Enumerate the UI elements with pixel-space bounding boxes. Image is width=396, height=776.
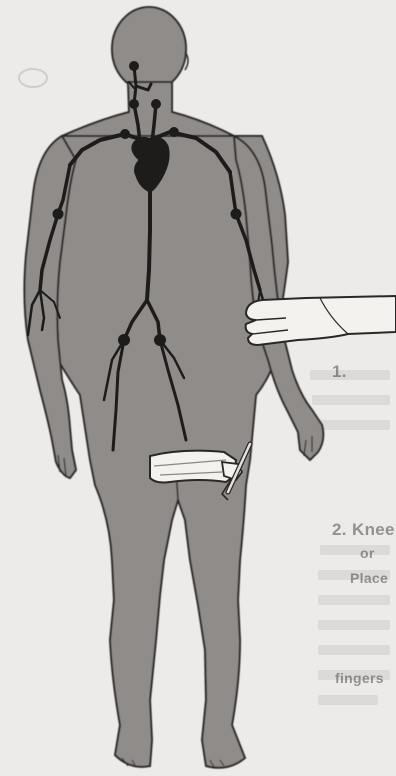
pressure-point-brachial-right — [231, 209, 242, 220]
pressure-point-subclavian-left — [120, 129, 130, 139]
pressure-point-carotid — [151, 99, 161, 109]
head — [112, 7, 186, 91]
hand-pressing-icon — [246, 296, 396, 345]
pressure-point-femoral-left — [118, 334, 130, 346]
pressure-point-femoral-right — [154, 334, 166, 346]
pressure-point-jaw — [129, 99, 139, 109]
pressure-point-brachial-left — [53, 209, 64, 220]
pressure-point-subclavian-right — [169, 127, 179, 137]
pressure-point-temporal — [129, 61, 139, 71]
stain-mark — [19, 69, 47, 87]
